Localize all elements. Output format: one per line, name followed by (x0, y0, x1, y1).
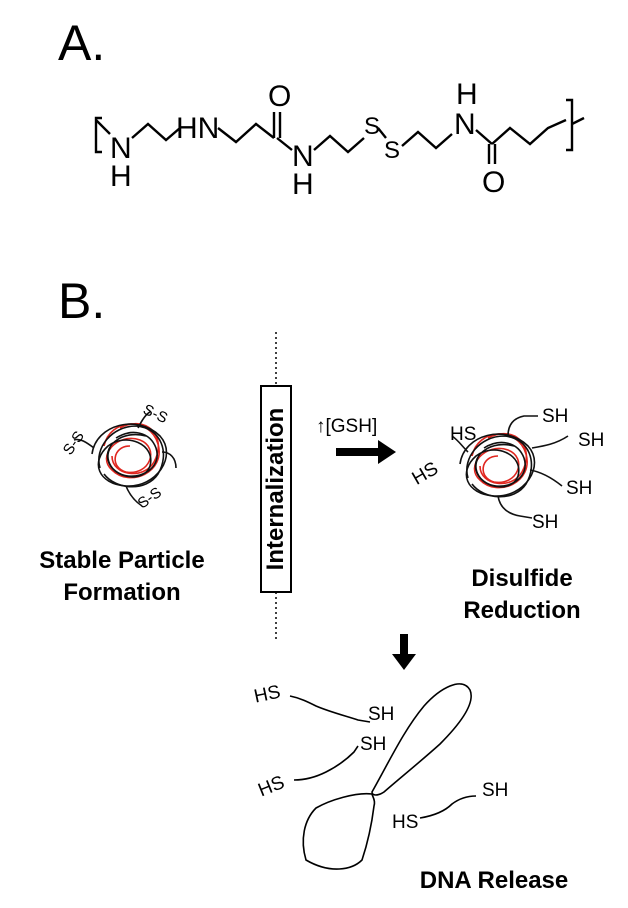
bond-propionyl (217, 122, 275, 144)
sh-bottom: SH (532, 512, 558, 533)
right-bracket (566, 98, 574, 152)
bond-ethylene-2 (313, 134, 365, 154)
arrow-down (392, 634, 416, 670)
arrow-right (336, 440, 396, 464)
polymer-tail-bottom (125, 485, 143, 507)
panel-a-label: A. (58, 15, 105, 71)
particle-reduced: SH SH SH SH HS HS (409, 406, 605, 533)
tail-sh-right (529, 469, 563, 487)
disulfide-label-line1: Disulfide (471, 565, 572, 592)
bond-end-right (571, 116, 585, 126)
ss-left: S-S (60, 428, 88, 458)
polymer-tail-top (137, 411, 151, 429)
atom-s1: S (364, 113, 380, 140)
strand-2 (293, 745, 359, 781)
dna-release-group: HS SH SH HS HS SH (252, 682, 508, 870)
polymer-coil-5 (466, 435, 533, 498)
dna-loop-upper (371, 683, 472, 796)
polymer-coil-6 (475, 441, 526, 487)
internalization-label: Internalization (262, 408, 289, 571)
atom-h-mid: H (292, 168, 314, 201)
hs-left: HS (450, 424, 476, 445)
atom-h-right: H (456, 78, 478, 111)
bond-disulfide (377, 127, 387, 139)
release-hs3: HS (392, 812, 418, 833)
bond-amide-2 (475, 129, 493, 145)
gsh-label: ↑[GSH] (316, 416, 377, 437)
atom-h-left: H (110, 160, 132, 193)
release-sh1: SH (368, 704, 394, 725)
atom-o-bottom: O (482, 166, 505, 199)
tail-sh-right2 (531, 435, 569, 449)
bond-ethylene-1 (131, 122, 181, 142)
internalization-box (260, 385, 292, 593)
dna-release-label: DNA Release (420, 867, 569, 894)
polymer-structure: N H HN O N H S S H N O (94, 78, 585, 201)
disulfide-label-line2: Reduction (463, 597, 580, 624)
release-sh2: SH (360, 734, 386, 755)
polymer-coil-2 (98, 425, 165, 488)
polymer-tail-right (161, 451, 177, 469)
bond-end-left (95, 119, 111, 135)
panel-b-label: B. (58, 273, 105, 329)
tail-sh-bottom (497, 495, 533, 519)
tail-sh-top (507, 415, 538, 437)
ss-top: S-S (140, 401, 170, 427)
atom-o-top: O (268, 80, 291, 113)
left-bracket (94, 116, 102, 154)
atom-nh-left: N (110, 132, 132, 165)
atom-n-mid: N (292, 140, 314, 173)
ss-bottom: S-S (135, 484, 165, 512)
sh-right: SH (578, 430, 604, 451)
bond-butanoyl (491, 118, 567, 146)
release-hs2: HS (255, 772, 287, 801)
polymer-coil-3 (107, 431, 158, 477)
stable-label-line2: Formation (63, 579, 180, 606)
strand-3 (419, 795, 477, 819)
strand-1 (289, 695, 371, 723)
sh-right2: SH (566, 478, 592, 499)
hs-left2: HS (409, 458, 442, 489)
release-sh3: SH (482, 780, 508, 801)
bond-amide-1 (276, 137, 293, 151)
dna-loop-lower (302, 792, 376, 870)
atom-n-right: N (454, 108, 476, 141)
polymer-tail-left (73, 438, 95, 449)
sh-top: SH (542, 406, 568, 427)
tail-hs-left (451, 435, 469, 453)
stable-label-line1: Stable Particle (39, 547, 204, 574)
atom-s2: S (384, 137, 400, 164)
atom-hn: HN (176, 112, 219, 145)
release-hs1: HS (252, 682, 282, 708)
particle-stable: S-S S-S S-S (60, 401, 177, 512)
bond-ethylene-3 (401, 130, 453, 150)
